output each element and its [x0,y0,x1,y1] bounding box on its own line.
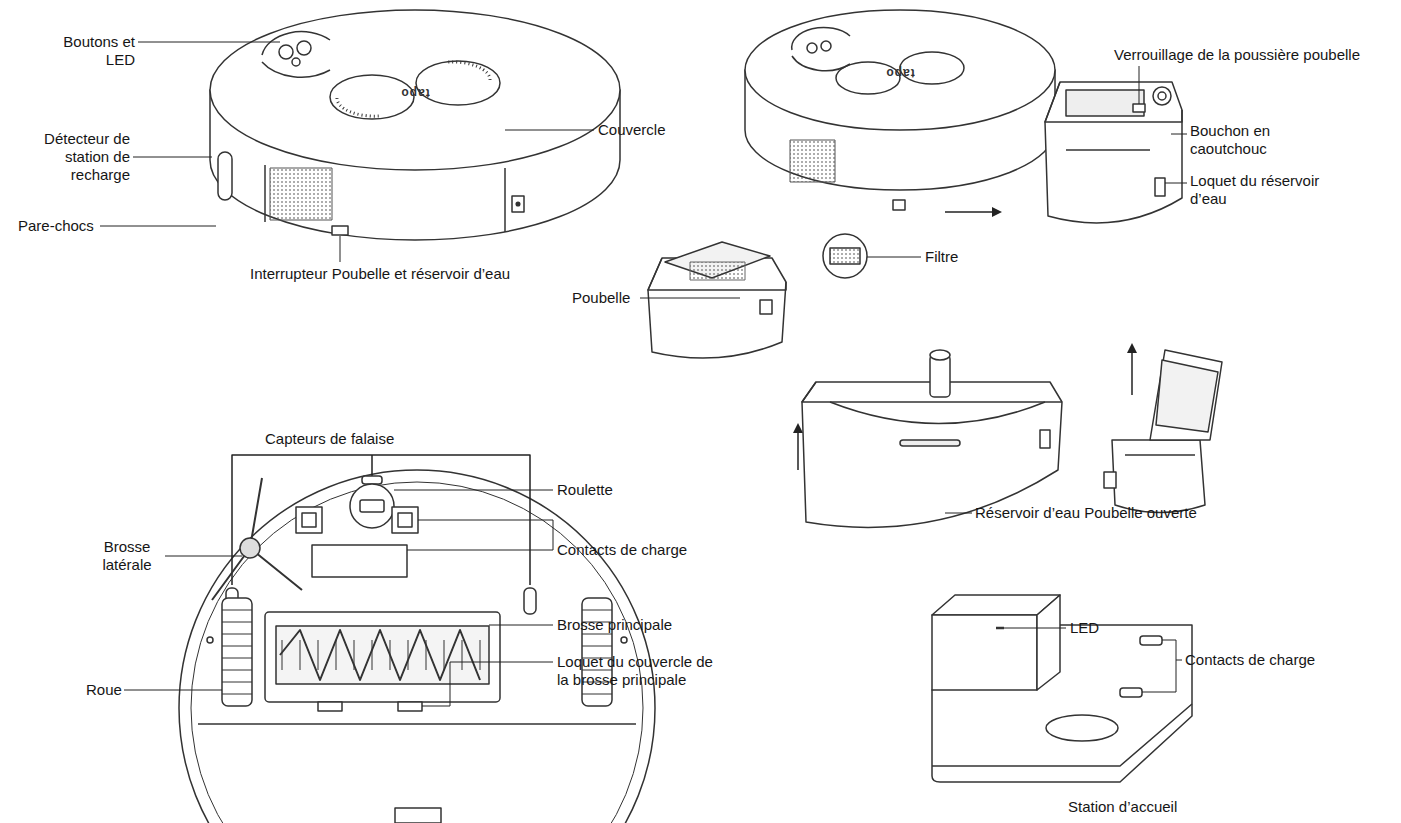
part-label: Contacts de charge [557,541,757,559]
part-label: Verrouillage de la poussière poubelle [1114,46,1400,64]
robot-top-view [210,10,620,240]
water-tank [802,350,1062,527]
open-bin [1104,345,1222,513]
part-label: Détecteur de station de recharge [30,130,130,184]
part-label: LED [1070,619,1150,637]
part-label: Interrupteur Poubelle et réservoir d’eau [250,265,670,283]
part-label: Réservoir d’eau Poubelle ouverte [975,504,1295,522]
robot-bottom-view [179,455,655,823]
caption-label: Station d’accueil [1068,798,1268,816]
part-label: Brosse latérale [92,538,162,574]
part-label: Roulette [557,481,697,499]
part-label: Couvercle [598,121,738,139]
part-label: Roue [86,681,146,699]
part-label: Bouchon en caoutchouc [1190,122,1280,158]
logo-text: tapo [868,64,932,82]
part-label: Loquet du couvercle de la brosse princip… [557,653,722,689]
part-label: Brosse principale [557,616,757,634]
robot-module-removal [745,10,1182,223]
leader-lines [100,42,1187,706]
part-label: Loquet du réservoir d’eau [1190,172,1340,208]
dock-station [932,595,1192,782]
logo-text: tapo [383,84,447,102]
part-label: Poubelle [572,289,642,307]
part-label: Capteurs de falaise [265,430,485,448]
part-label: Contacts de charge [1185,651,1385,669]
part-label: Boutons et LED [55,33,135,69]
part-label: Filtre [925,248,1025,266]
part-label: Pare-chocs [18,217,118,235]
